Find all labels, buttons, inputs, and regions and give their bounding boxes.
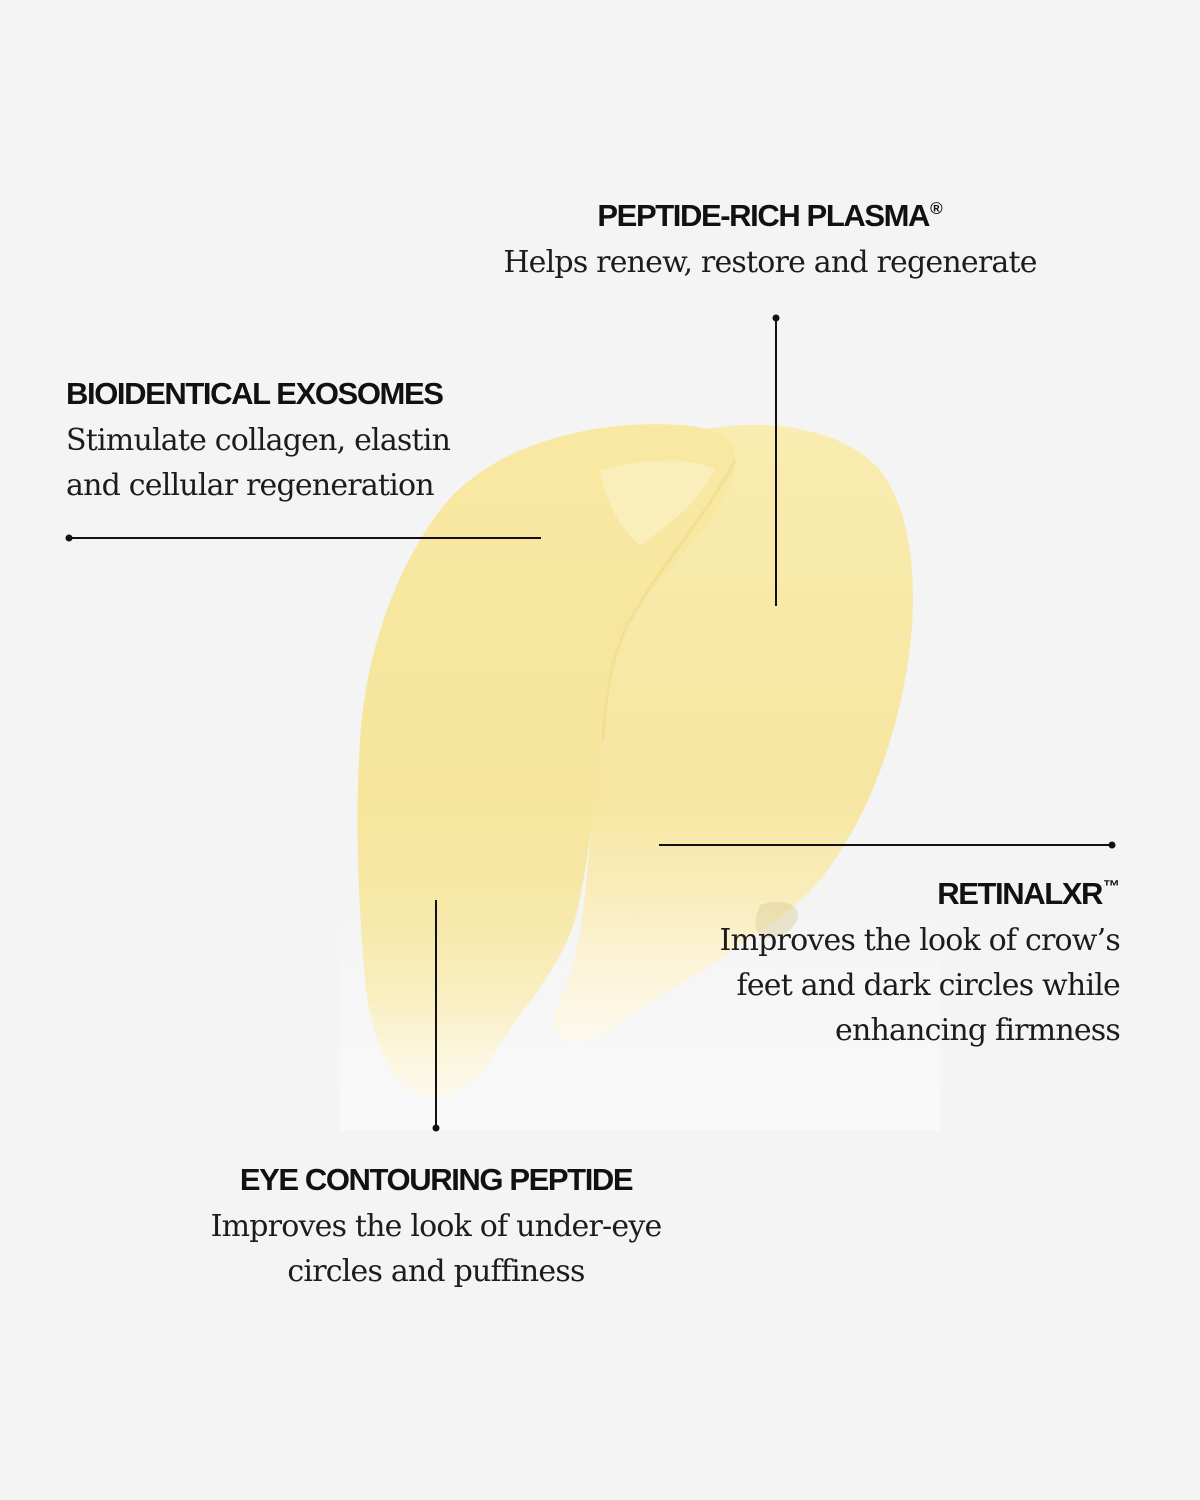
- callout-description: Helps renew, restore and regenerate: [503, 245, 1037, 280]
- trademark-mark: ™: [1103, 877, 1120, 896]
- registered-mark: ®: [930, 199, 943, 218]
- callout-description: Improves the look of crow’s feet and dar…: [719, 923, 1120, 1048]
- callout-peptide-rich-plasma: PEPTIDE-RICH PLASMA® Helps renew, restor…: [440, 196, 1100, 285]
- callout-description: Stimulate collagen, elastin and cellular…: [66, 423, 451, 503]
- callout-bioidentical-exosomes: BIOIDENTICAL EXOSOMES Stimulate collagen…: [66, 374, 586, 508]
- pointer-dot-exosomes: [65, 534, 73, 542]
- callout-title: BIOIDENTICAL EXOSOMES: [66, 376, 444, 411]
- pointer-dot-peptide: [772, 314, 780, 322]
- callout-title: RETINALXR™: [937, 876, 1120, 911]
- callout-title: EYE CONTOURING PEPTIDE: [239, 1162, 634, 1197]
- callout-retinalxr: RETINALXR™ Improves the look of crow’s f…: [700, 874, 1120, 1053]
- callout-description: Improves the look of under-eye circles a…: [210, 1209, 663, 1289]
- callout-eye-contouring-peptide: EYE CONTOURING PEPTIDE Improves the look…: [156, 1160, 716, 1294]
- pointer-dot-eye: [432, 1124, 440, 1132]
- cream-ridge: [601, 459, 737, 741]
- pointer-dot-retinal: [1108, 841, 1116, 849]
- callout-title: PEPTIDE-RICH PLASMA®: [597, 198, 943, 233]
- cream-highlight: [600, 460, 715, 545]
